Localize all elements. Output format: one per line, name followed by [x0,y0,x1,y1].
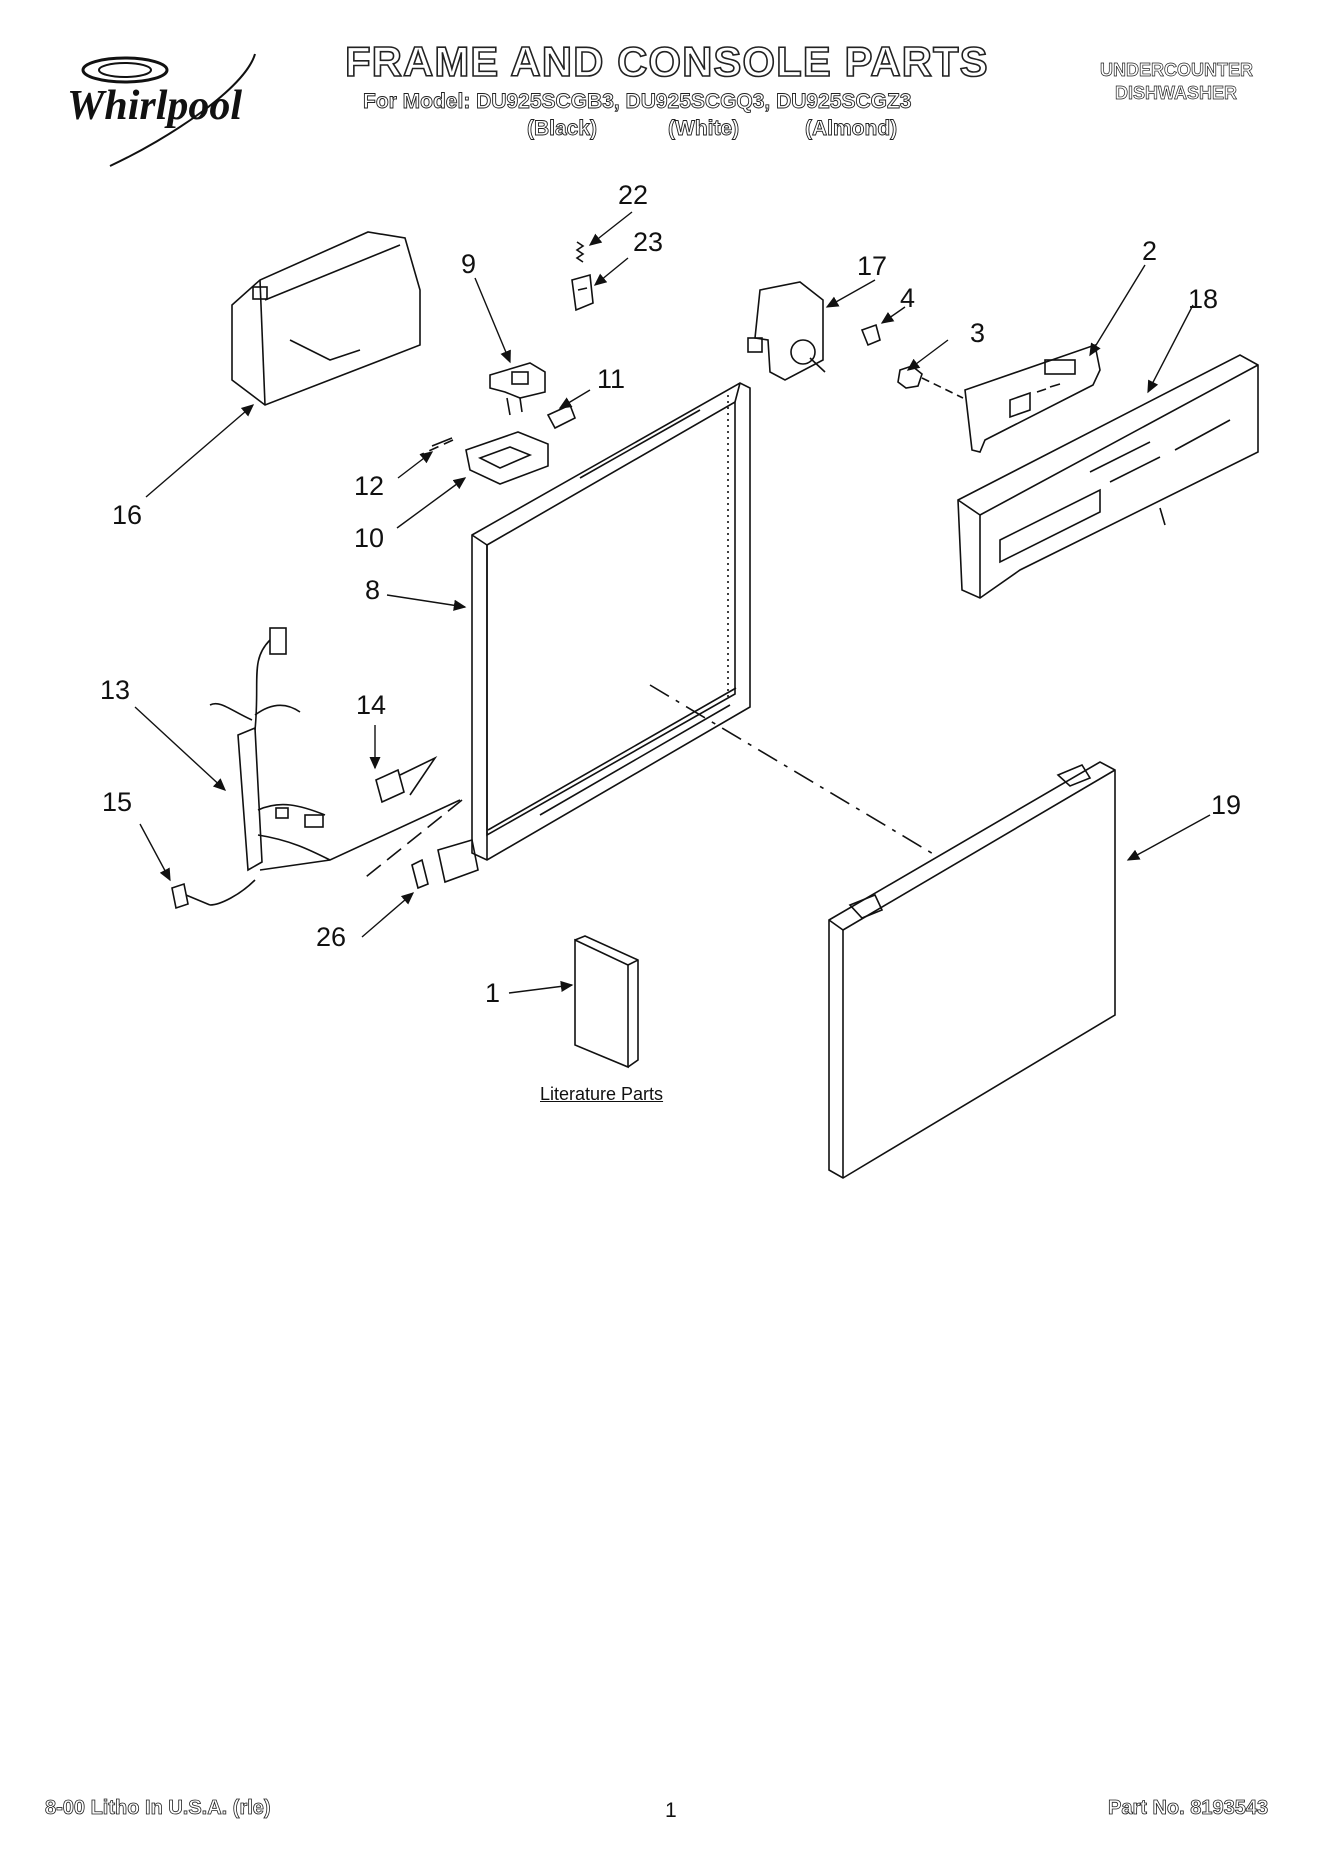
literature-parts-label: Literature Parts [540,1084,664,1104]
callout-1: 1 [485,978,501,1008]
part-10-latch-bracket [465,431,549,485]
callout-19: 19 [1211,790,1242,820]
callout-16: 16 [112,500,143,530]
page-title: FRAME AND CONSOLE PARTS [344,37,989,86]
logo-swirl-icon [81,53,256,167]
callout-22: 22 [618,180,649,210]
part-16-housing-cover [231,231,421,406]
callout-26: 26 [316,922,347,952]
callout-3: 3 [970,318,986,348]
model-list: For Model: DU925SCGB3, DU925SCGQ3, DU925… [363,90,912,114]
part-13-wire-harness [209,627,461,906]
callout-9: 9 [461,249,477,279]
footer-page-number: 1 [665,1799,677,1822]
footer-print-info: 8-00 Litho In U.S.A. (rle) [45,1797,271,1820]
callout-17: 17 [857,251,888,281]
part-23-clip [571,273,594,312]
brand-logo [50,48,290,178]
footer-part-number: Part No. 8193543 [1108,1797,1269,1820]
callout-10: 10 [354,523,385,553]
part-14-connector [375,755,438,804]
callout-arrows [134,211,1211,994]
category-line-2: DISHWASHER [1115,83,1238,104]
part-9-door-latch [489,362,546,416]
callout-2: 2 [1142,236,1158,266]
variant-almond: (Almond) [805,117,898,141]
part-11-switch [546,403,577,430]
part-3-knob [897,365,964,399]
part-1-literature [574,935,639,1069]
part-12-pin [431,437,453,447]
callout-4: 4 [900,283,916,313]
part-8-door-frame [437,382,751,884]
callout-15: 15 [102,787,133,817]
callout-23: 23 [633,227,664,257]
variant-white: (White) [668,117,740,141]
part-15-screw [171,882,211,910]
category-line-1: UNDERCOUNTER [1100,60,1254,81]
callout-18: 18 [1188,284,1219,314]
callout-8: 8 [365,575,381,605]
callout-12: 12 [354,471,385,501]
part-4-clip [860,323,881,347]
part-26-clip [411,858,429,890]
part-17-timer-bracket [747,281,826,381]
callout-13: 13 [100,675,131,705]
callout-14: 14 [356,690,387,720]
part-22-spring [575,241,585,263]
variant-black: (Black) [527,117,598,141]
brand-name: Whirlpool [67,83,243,129]
part-19-door-panel [828,761,1116,1179]
part-18-console-panel [957,354,1259,599]
part-2-control-board [964,343,1101,453]
callout-11: 11 [597,364,626,394]
